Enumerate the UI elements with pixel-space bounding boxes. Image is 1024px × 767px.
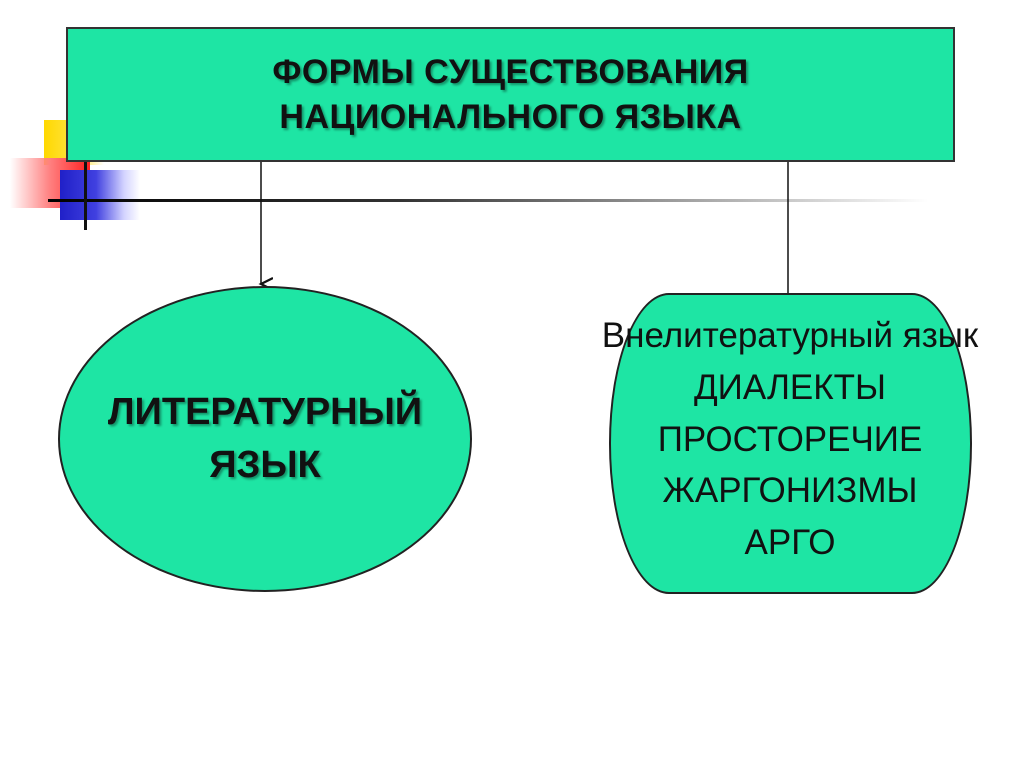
decor-vertical-line xyxy=(84,160,87,230)
non-literary-text: Внелитературный язык ДИАЛЕКТЫ ПРОСТОРЕЧИ… xyxy=(540,310,1024,569)
title-box: ФОРМЫ СУЩЕСТВОВАНИЯ НАЦИОНАЛЬНОГО ЯЗЫКА xyxy=(66,27,955,162)
literary-line-2: ЯЗЫК xyxy=(209,444,321,486)
title-line-1: ФОРМЫ СУЩЕСТВОВАНИЯ xyxy=(272,53,749,92)
non-literary-heading: Внелитературный язык xyxy=(601,316,979,355)
non-literary-item-argot: АРГО xyxy=(744,523,836,563)
non-literary-item-jargon: ЖАРГОНИЗМЫ xyxy=(662,471,918,511)
decor-blue-square xyxy=(60,170,140,220)
non-literary-item-dialects: ДИАЛЕКТЫ xyxy=(693,367,887,407)
title-line-2: НАЦИОНАЛЬНОГО ЯЗЫКА xyxy=(279,97,742,136)
literary-language-ellipse: ЛИТЕРАТУРНЫЙ ЯЗЫК xyxy=(58,286,472,592)
literary-line-1: ЛИТЕРАТУРНЫЙ xyxy=(107,390,423,433)
non-literary-shape xyxy=(609,293,972,594)
decor-horizontal-line xyxy=(48,199,928,202)
non-literary-item-vernacular: ПРОСТОРЕЧИЕ xyxy=(657,419,923,459)
